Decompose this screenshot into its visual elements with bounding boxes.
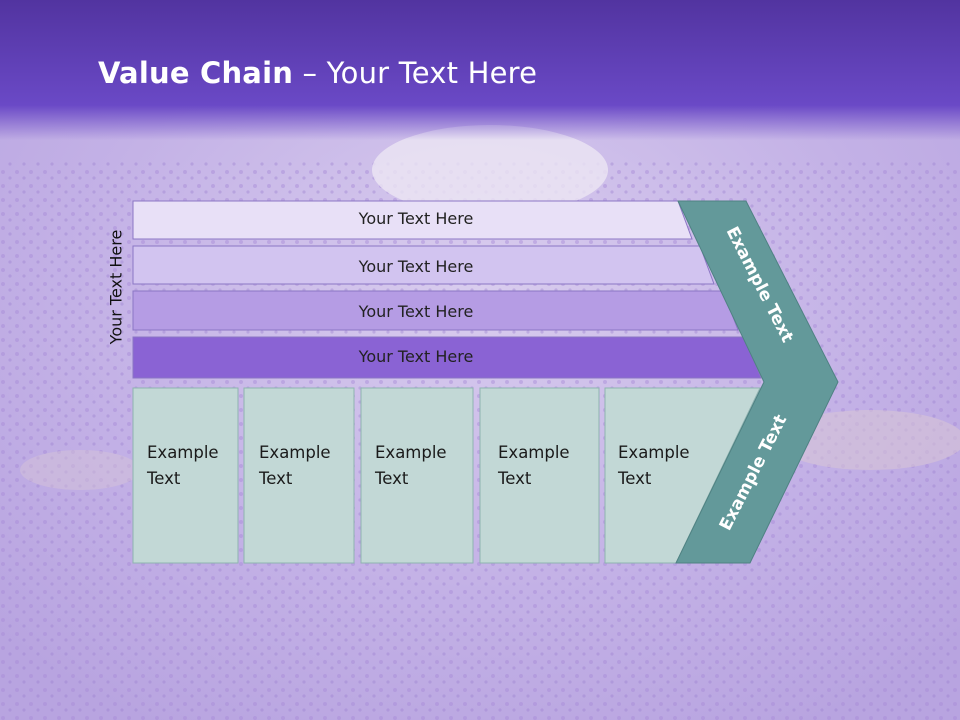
box-shape bbox=[132, 387, 239, 564]
bar-shape bbox=[132, 290, 739, 331]
box-line1: Example bbox=[375, 443, 447, 462]
box-line2: Text bbox=[374, 469, 409, 488]
bar-label: Your Text Here bbox=[358, 347, 474, 366]
reflection-label: Text bbox=[258, 644, 293, 663]
chevron-shape bbox=[675, 200, 839, 564]
reflection-box bbox=[479, 568, 600, 720]
reflection-box bbox=[360, 568, 474, 720]
bar-shape bbox=[132, 200, 693, 240]
box-line1: Example bbox=[618, 443, 690, 462]
reflection-label: Example bbox=[259, 670, 331, 689]
box-line2: Text bbox=[146, 469, 181, 488]
box-line1: Example bbox=[259, 443, 331, 462]
reflection-label: Text bbox=[374, 644, 409, 663]
bar-group: Your Text Here Your Text Here Your Text … bbox=[132, 200, 762, 379]
reflection-label: Example bbox=[147, 670, 219, 689]
title-rest: – Your Text Here bbox=[293, 56, 538, 90]
reflection-label: Text bbox=[146, 644, 181, 663]
box-line2: Text bbox=[258, 469, 293, 488]
slide-title: Value Chain – Your Text Here bbox=[98, 56, 537, 90]
bar-label: Your Text Here bbox=[358, 302, 474, 321]
reflection-label: Example bbox=[618, 670, 690, 689]
box-line1: Example bbox=[498, 443, 570, 462]
box-shape bbox=[243, 387, 355, 564]
reflection-label: Example bbox=[375, 670, 447, 689]
reflection-chevron bbox=[676, 569, 824, 720]
box-shape bbox=[360, 387, 474, 564]
bar-label: Your Text Here bbox=[358, 257, 474, 276]
bar-label: Your Text Here bbox=[358, 209, 474, 228]
reflection-label: Example bbox=[498, 670, 570, 689]
box-line2: Text bbox=[497, 469, 532, 488]
box-line1: Example bbox=[147, 443, 219, 462]
reflection-label: Text bbox=[617, 644, 652, 663]
bar-shape bbox=[132, 336, 762, 379]
reflection: Example Text Example Text Example Text E… bbox=[132, 568, 824, 720]
box-group: Example Text Example Text Example Text E… bbox=[132, 387, 761, 564]
bar-shape bbox=[132, 245, 715, 285]
box-shape bbox=[479, 387, 600, 564]
reflection-box bbox=[243, 568, 355, 720]
reflection-label: Text bbox=[497, 644, 532, 663]
slide-header bbox=[0, 0, 960, 140]
box-line2: Text bbox=[617, 469, 652, 488]
title-bold: Value Chain bbox=[98, 56, 294, 90]
reflection-box bbox=[132, 568, 239, 720]
